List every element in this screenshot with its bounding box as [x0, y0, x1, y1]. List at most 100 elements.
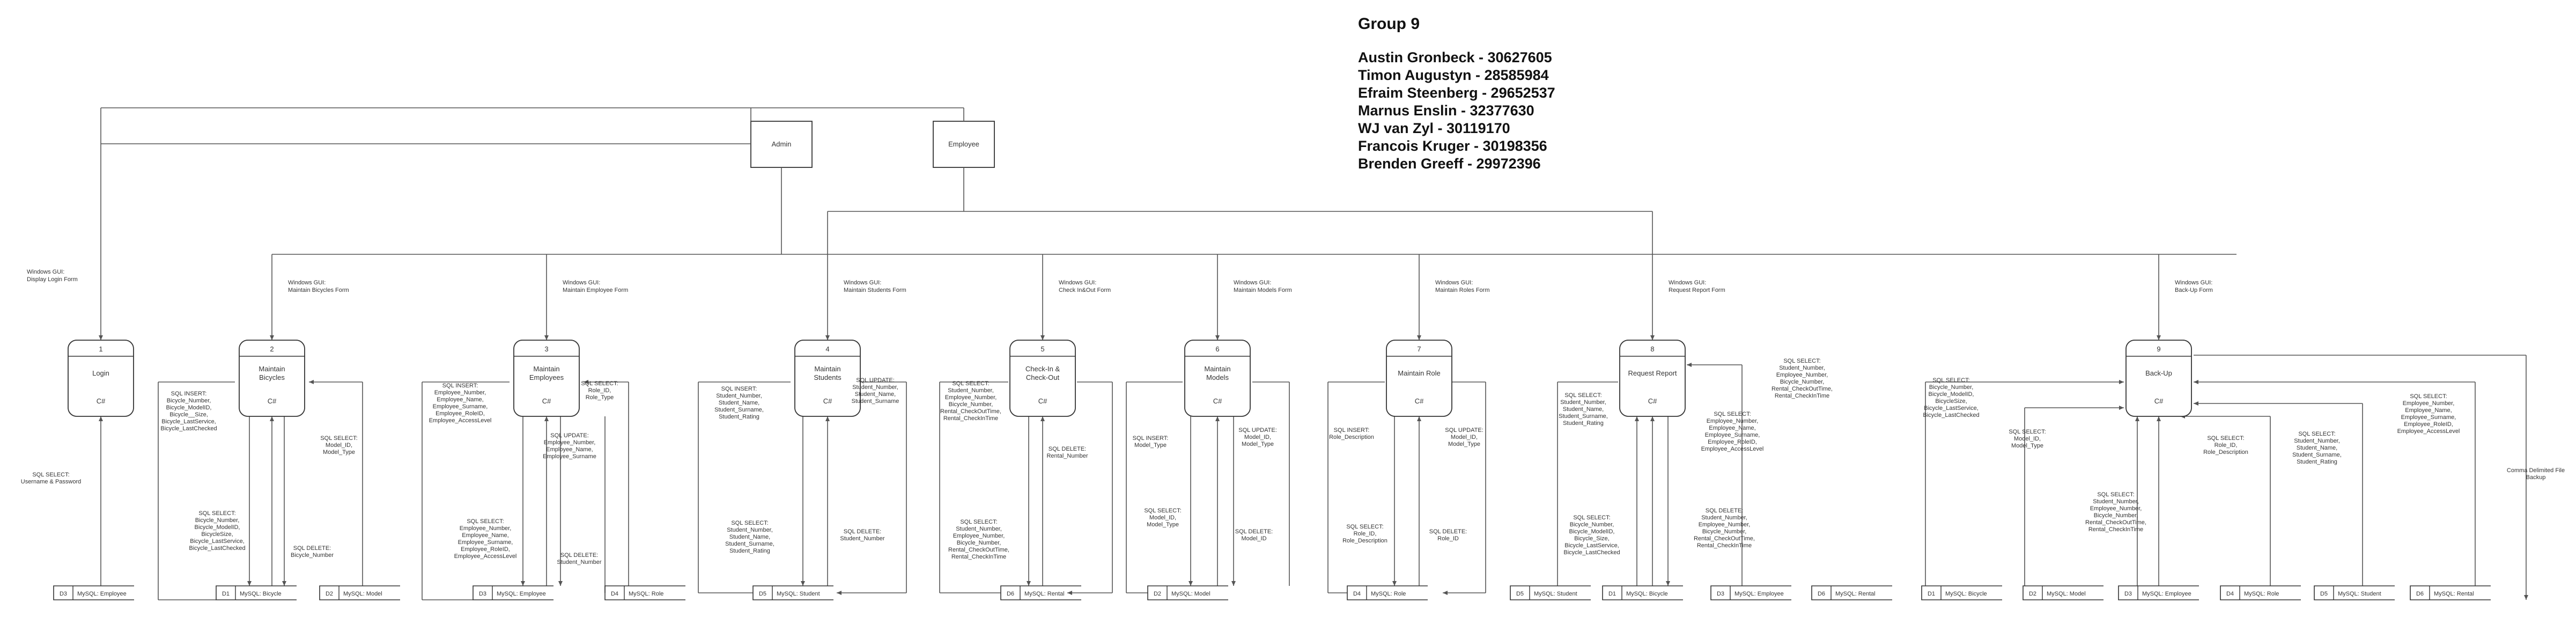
datastore-name: MySQL: Rental	[1835, 591, 1876, 597]
flow-label-25: SQL DELETE:Role_ID	[1429, 528, 1467, 542]
connector-lines	[99, 107, 2528, 600]
entity-employee[interactable]: Employee	[933, 121, 995, 168]
flow-label-24: SQL SELECT:Role_ID,Role_Description	[1342, 524, 1387, 544]
datastore-name: MySQL: Role	[2244, 591, 2279, 597]
datastore-id: D4	[1353, 591, 1361, 597]
process-3-gui-label: Windows GUI:Maintain Employee Form	[563, 280, 628, 293]
process-1-number: 1	[99, 345, 102, 353]
entity-admin-label: Admin	[772, 140, 792, 148]
datastore-id: D3	[1717, 591, 1724, 597]
flow-label-12: SQL UPDATE:Student_Number,Student_Name,S…	[852, 377, 899, 405]
datastore-id: D6	[1007, 591, 1014, 597]
flow-label-19: SQL UPDATE:Model_ID,Model_Type	[1238, 427, 1277, 447]
process-8-number: 8	[1650, 345, 1654, 353]
entity-admin[interactable]: Admin	[750, 121, 813, 168]
datastore-id: D1	[1608, 591, 1616, 597]
flow-label-22: SQL INSERT:Role_Description	[1329, 427, 1374, 440]
datastore-id: D4	[611, 591, 618, 597]
datastore-id: D2	[326, 591, 333, 597]
flow-label-7: SQL SELECT:Role_ID,Role_Type	[581, 380, 618, 401]
datastore-name: MySQL: Model	[2047, 591, 2086, 597]
datastore-d1[interactable]: D1 MySQL: Bicycle	[1602, 585, 1683, 600]
flow-label-5: SQL DELETE:Bicycle_Number	[291, 545, 334, 559]
process-6-number: 6	[1215, 345, 1219, 353]
datastore-d3[interactable]: D3 MySQL: Employee	[53, 585, 134, 600]
datastore-d1[interactable]: D1 MySQL: Bicycle	[216, 585, 297, 600]
datastore-name: MySQL: Bicycle	[240, 591, 282, 597]
member-2: Timon Augustyn - 28585984	[1358, 67, 1549, 83]
member-6: Francois Kruger - 30198356	[1358, 138, 1547, 154]
member-3: Efraim Steenberg - 29652537	[1358, 85, 1555, 101]
datastore-name: MySQL: Employee	[2142, 591, 2191, 597]
entity-employee-label: Employee	[948, 140, 979, 148]
flow-label-9: SQL SELECT:Employee_Number,Employee_Name…	[454, 518, 517, 560]
process-2-number: 2	[270, 345, 274, 353]
datastore-id: D1	[222, 591, 230, 597]
process-7-name: Maintain Role	[1398, 369, 1441, 377]
datastore-name: MySQL: Employee	[497, 591, 546, 597]
datastore-id: D6	[1818, 591, 1825, 597]
process-3-number: 3	[544, 345, 548, 353]
flow-label-2: SQL INSERT:Bicycle_Number,Bicycle_ModelI…	[160, 391, 217, 432]
member-4: Marnus Enslin - 32377630	[1358, 102, 1534, 119]
datastore-name: MySQL: Bicycle	[1626, 591, 1668, 597]
flow-label-14: SQL DELETE:Student_Number	[840, 528, 884, 542]
datastore-name: MySQL: Employee	[77, 591, 127, 597]
flow-label-13: SQL SELECT:Student_Number,Student_Name,S…	[725, 520, 774, 554]
process-4-lang: C#	[823, 397, 832, 405]
datastore-id: D1	[1928, 591, 1935, 597]
flow-label-31: SQL SELECT:Bicycle_Number,Bicycle_ModelI…	[1923, 377, 1979, 418]
datastore-d6[interactable]: D6 MySQL: Rental	[1811, 585, 1892, 600]
group-title: Group 9	[1358, 15, 1420, 33]
flow-label-11: SQL INSERT:Student_Number,Student_Name,S…	[714, 386, 764, 420]
datastore-name: MySQL: Model	[343, 591, 382, 597]
datastore-id: D2	[1154, 591, 1161, 597]
process-6-lang: C#	[1213, 397, 1222, 405]
process-8-name: Request Report	[1628, 369, 1677, 377]
process-9-number: 9	[2157, 345, 2160, 353]
process-6-gui-label: Windows GUI:Maintain Models Form	[1234, 280, 1292, 293]
datastore-d1[interactable]: D1 MySQL: Bicycle	[1921, 585, 2002, 600]
flow-label-6: SQL INSERT:Employee_Number,Employee_Name…	[429, 383, 492, 424]
flow-label-17: SQL SELECT:Student_Number,Employee_Numbe…	[948, 519, 1009, 560]
datastore-name: MySQL: Bicycle	[1945, 591, 1987, 597]
datastore-id: D3	[60, 591, 67, 597]
datastore-name: MySQL: Rental	[2434, 591, 2474, 597]
flow-label-1: SQL SELECT:Username & Password	[21, 472, 82, 485]
member-7: Brenden Greeff - 29972396	[1358, 156, 1541, 172]
datastore-d2[interactable]: D2 MySQL: Model	[319, 585, 400, 600]
process-9-lang: C#	[2154, 397, 2164, 405]
flow-label-35: SQL SELECT:Student_Number,Employee_Numbe…	[2085, 491, 2146, 533]
flow-label-18: SQL INSERT:Model_Type	[1133, 435, 1169, 449]
datastore-id: D5	[1516, 591, 1524, 597]
process-7-number: 7	[1417, 345, 1421, 353]
flow-label-3: SQL SELECT:Model_ID,Model_Type	[320, 435, 357, 456]
flow-label-30: SQL DELETE:Student_Number,Employee_Numbe…	[1694, 508, 1755, 549]
